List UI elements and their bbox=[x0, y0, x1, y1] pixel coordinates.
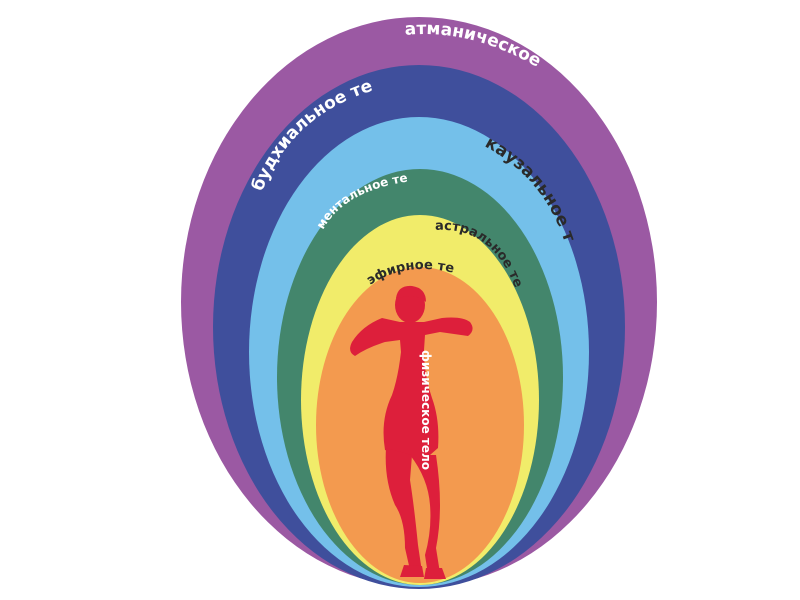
physical-body-label: физическое тело bbox=[419, 350, 433, 470]
physical-body-silhouette bbox=[350, 285, 473, 579]
